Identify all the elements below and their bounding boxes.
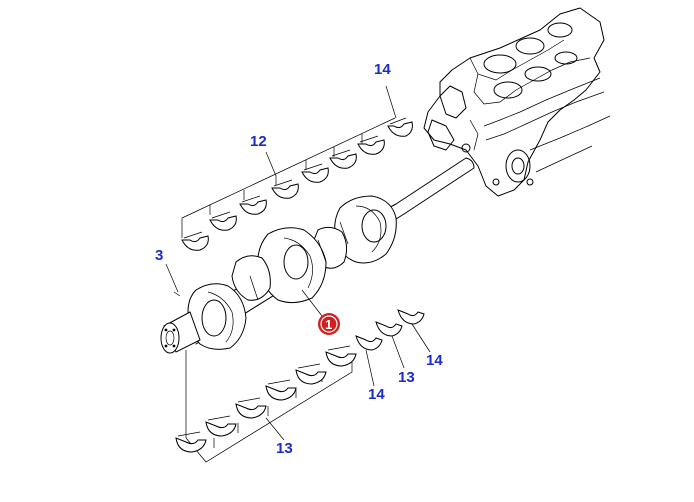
lower-bearing-shells: [175, 345, 357, 453]
callout-14-right: 14: [426, 352, 443, 369]
thrust-washers: [355, 309, 425, 351]
callout-13-right: 13: [398, 369, 415, 386]
main-part-badge: 1: [318, 313, 340, 335]
engine-block: [423, 7, 611, 197]
callout-3: 3: [155, 247, 163, 264]
crankshaft: [160, 157, 475, 354]
upper-bearing-shells: [181, 117, 413, 251]
callout-13-bottom: 13: [276, 440, 293, 457]
callout-1: 1: [325, 317, 332, 332]
callout-14-bottom: 14: [368, 386, 385, 403]
callout-12: 12: [250, 133, 267, 150]
callout-14-top: 14: [374, 61, 391, 78]
